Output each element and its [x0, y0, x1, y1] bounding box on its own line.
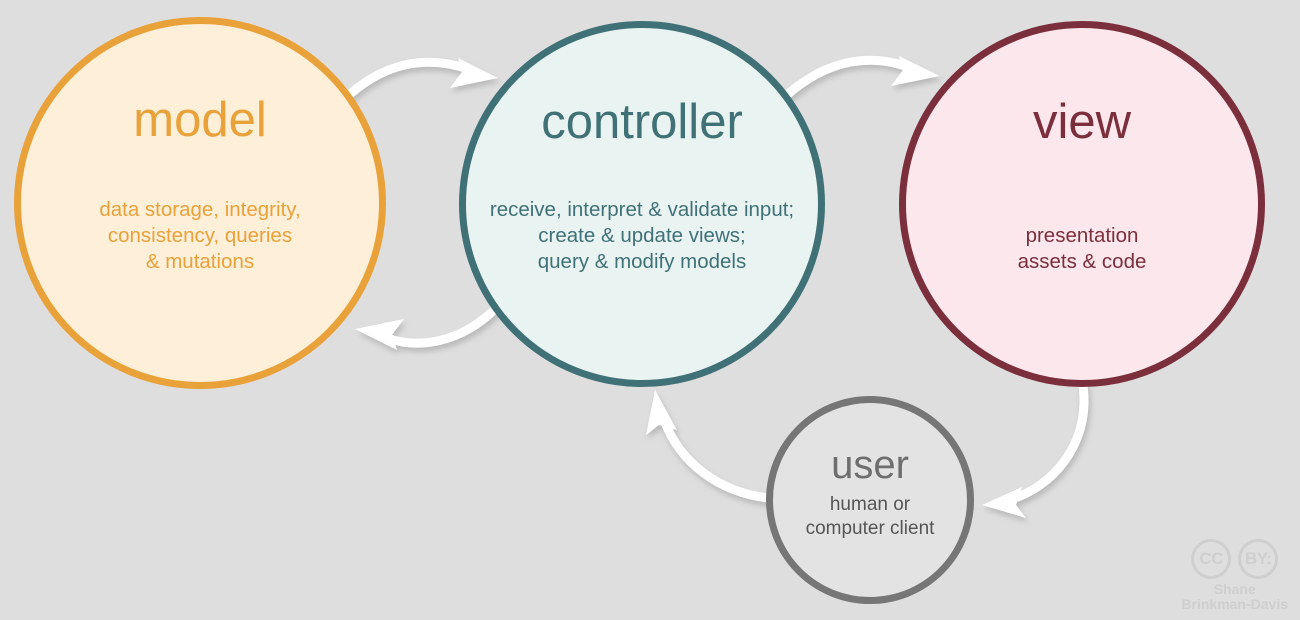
- node-user[interactable]: user human or computer client: [766, 396, 974, 604]
- attribution: CC BY: Shane Brinkman-Davis: [1181, 538, 1288, 612]
- node-controller[interactable]: controller receive, interpret & validate…: [459, 21, 825, 387]
- node-controller-title: controller: [541, 95, 743, 149]
- node-controller-description: receive, interpret & validate input; cre…: [489, 198, 795, 274]
- arrow-controller-to-model: [355, 303, 501, 350]
- node-user-title: user: [831, 443, 909, 487]
- creative-commons-badges: CC BY:: [1191, 538, 1279, 579]
- arrow-model-to-controller: [343, 57, 498, 101]
- node-model[interactable]: model data storage, integrity, consisten…: [14, 17, 386, 389]
- node-view-title: view: [1032, 95, 1132, 149]
- node-model-title: model: [133, 93, 267, 147]
- attribution-by-icon: BY:: [1238, 538, 1279, 579]
- arrow-view-to-user: [982, 380, 1089, 518]
- node-user-description: human or computer client: [805, 494, 935, 540]
- node-model-description: data storage, integrity, consistency, qu…: [99, 198, 301, 274]
- node-view-description: presentation assets & code: [1017, 224, 1147, 274]
- node-view[interactable]: view presentation assets & code: [899, 21, 1265, 387]
- arrow-controller-to-view: [783, 55, 940, 99]
- creative-commons-icon: CC: [1191, 538, 1232, 579]
- attribution-author-name: Shane Brinkman-Davis: [1181, 580, 1288, 612]
- arrow-user-to-controller: [646, 390, 773, 503]
